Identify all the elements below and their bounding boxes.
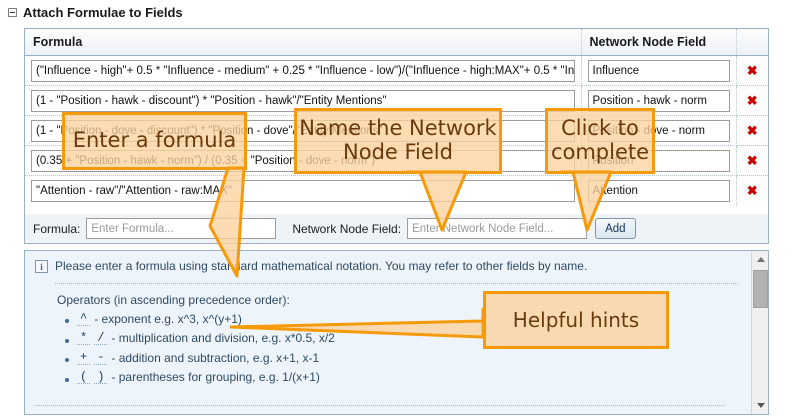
hints-content: i Please enter a formula using standard … (25, 251, 750, 414)
hints-intro-text: Please enter a formula using standard ma… (55, 259, 588, 273)
delete-row-icon[interactable]: ✖ (746, 152, 758, 168)
hints-divider (55, 283, 738, 284)
callout-pointer-node (406, 170, 468, 232)
callout-text: Helpful hints (483, 291, 669, 349)
delete-cell: ✖ (736, 175, 768, 206)
operator-symbol: ^ (77, 312, 91, 326)
callout-name-node-field: Name the Network Node Field (294, 108, 502, 232)
node-field-label: Network Node Field: (292, 221, 402, 236)
formula-input-row-1[interactable]: ("Influence - high"+ 0.5 * "Influence - … (31, 59, 575, 82)
delete-row-icon[interactable]: ✖ (746, 92, 758, 108)
delete-cell: ✖ (736, 145, 768, 176)
operator-symbol: - (94, 351, 108, 365)
column-header-delete (736, 29, 768, 56)
add-button[interactable]: Add (595, 218, 636, 239)
list-item: ^ - exponent e.g. x^3, x^(y+1) (65, 312, 740, 326)
formula-input-row-2[interactable]: (1 - "Position - hawk - discount") * "Po… (31, 89, 575, 112)
scroll-down-arrow-icon[interactable] (752, 397, 768, 414)
list-item: * / - multiplication and division, e.g. … (65, 331, 740, 346)
formula-field-label: Formula: (33, 221, 81, 236)
list-item: + - - addition and subtraction, e.g. x+1… (65, 351, 740, 365)
operator-symbol: ) (94, 371, 108, 385)
operator-description: - parentheses for grouping, e.g. 1/(x+1) (111, 370, 320, 385)
operator-description: - multiplication and division, e.g. x*0.… (111, 331, 335, 346)
callout-pointer-add (559, 170, 613, 232)
node-field-cell: Attention (581, 175, 737, 206)
callout-helpful-hints: Helpful hints (229, 291, 669, 349)
callout-click-to-complete: Click to complete (545, 108, 655, 232)
hints-panel: i Please enter a formula using standard … (24, 250, 769, 415)
operator-description: - addition and subtraction, e.g. x+1, x-… (111, 350, 320, 365)
delete-row-icon[interactable]: ✖ (746, 62, 758, 78)
operator-symbol: * (77, 331, 91, 346)
new-node-field-input[interactable] (407, 218, 588, 239)
list-item: ( ) - parentheses for grouping, e.g. 1/(… (65, 371, 740, 385)
operator-symbol: + (77, 351, 91, 365)
callout-text: Name the Network Node Field (294, 108, 502, 174)
delete-cell: ✖ (736, 55, 768, 86)
callout-text: Enter a formula (62, 112, 247, 170)
operators-title: Operators (in ascending precedence order… (57, 293, 290, 307)
callout-pointer-hints (229, 307, 485, 339)
node-field-input-row-1[interactable]: Influence (587, 59, 730, 82)
operators-list: ^ - exponent e.g. x^3, x^(y+1) * / - mul… (35, 312, 740, 385)
hints-scrollbar[interactable] (751, 251, 768, 414)
delete-row-icon[interactable]: ✖ (746, 122, 758, 138)
callout-enter-formula: Enter a formula (62, 112, 247, 278)
section-header: Attach Formulae to Fields (8, 5, 183, 20)
hints-intro-row: i Please enter a formula using standard … (35, 259, 740, 274)
column-header-formula: Formula (25, 29, 582, 56)
operator-symbol: / (94, 331, 108, 346)
delete-row-icon[interactable]: ✖ (746, 182, 758, 198)
column-header-node-field: Network Node Field (581, 29, 737, 56)
operator-description: - exponent e.g. x^3, x^(y+1) (94, 311, 242, 326)
callout-text: Click to complete (545, 108, 655, 174)
hints-bottom-divider (35, 405, 724, 406)
delete-cell: ✖ (736, 115, 768, 146)
table-header-row: Formula Network Node Field (25, 29, 768, 56)
info-icon: i (35, 260, 48, 273)
page-title: Attach Formulae to Fields (23, 5, 183, 20)
operator-symbol: ( (77, 371, 91, 385)
node-field-cell: Influence (581, 55, 737, 86)
node-field-input-row-2[interactable]: Position - hawk - norm (587, 89, 730, 112)
collapse-minus-icon[interactable] (8, 8, 17, 17)
callout-pointer-formula (208, 166, 246, 278)
scroll-up-arrow-icon[interactable] (752, 251, 768, 268)
formula-cell: ("Influence - high"+ 0.5 * "Influence - … (25, 55, 582, 86)
scrollbar-thumb[interactable] (753, 270, 768, 308)
table-row: ("Influence - high"+ 0.5 * "Influence - … (25, 55, 768, 86)
add-formula-bar: Formula: Network Node Field: Add (24, 214, 769, 244)
delete-cell: ✖ (736, 85, 768, 116)
